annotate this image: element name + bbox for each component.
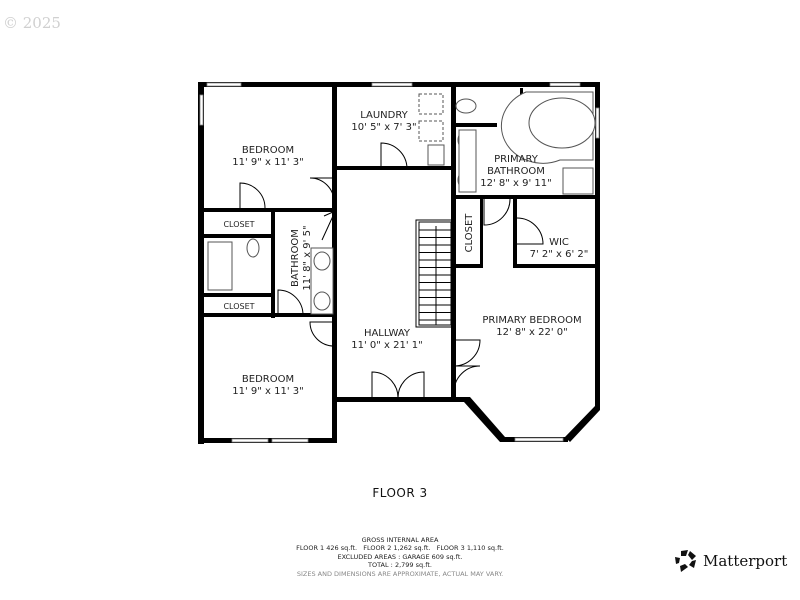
room-dims: 7' 2" x 6' 2" bbox=[530, 249, 589, 260]
area-excluded: EXCLUDED AREAS : GARAGE 609 sq.ft. bbox=[337, 552, 463, 561]
room-name: CLOSET bbox=[223, 220, 254, 229]
area-total: TOTAL : 2,799 sq.ft. bbox=[368, 560, 432, 569]
staircase bbox=[415, 219, 454, 328]
room-dims: 12' 8" x 22' 0" bbox=[496, 327, 568, 338]
floor-title: FLOOR 3 bbox=[372, 486, 428, 500]
room-name: BATHROOM bbox=[487, 166, 545, 177]
room-dims: 10' 5" x 7' 3" bbox=[351, 122, 416, 133]
room-name: BEDROOM bbox=[242, 374, 294, 385]
room-name: CLOSET bbox=[464, 213, 475, 253]
doors bbox=[239, 142, 544, 400]
room-name: BEDROOM bbox=[242, 145, 294, 156]
room-dims: 11' 9" x 11' 3" bbox=[232, 386, 304, 397]
room-dims: 11' 0" x 21' 1" bbox=[351, 340, 423, 351]
area-floors: FLOOR 1 426 sq.ft. FLOOR 2 1,262 sq.ft. … bbox=[296, 544, 504, 553]
room-name: LAUNDRY bbox=[360, 110, 408, 121]
room-labels: BEDROOM 11' 9" x 11' 3" LAUNDRY 10' 5" x… bbox=[223, 110, 588, 397]
area-summary: GROSS INTERNAL AREA FLOOR 1 426 sq.ft. F… bbox=[0, 536, 800, 578]
copyright-watermark: © 2025 bbox=[3, 14, 61, 32]
room-name: PRIMARY BEDROOM bbox=[482, 315, 581, 326]
area-note: SIZES AND DIMENSIONS ARE APPROXIMATE, AC… bbox=[296, 570, 504, 579]
matterport-logo-icon bbox=[675, 550, 696, 572]
room-name: CLOSET bbox=[223, 302, 254, 311]
room-name: HALLWAY bbox=[364, 328, 411, 339]
fixtures bbox=[207, 91, 596, 315]
room-dims: 11' 8" x 9' 5" bbox=[302, 225, 313, 290]
matterport-logo: Matterport bbox=[674, 549, 787, 573]
windows bbox=[199, 82, 600, 443]
room-name: WIC bbox=[549, 237, 569, 248]
brand-name: Matterport bbox=[703, 552, 788, 570]
room-name: BATHROOM bbox=[290, 229, 301, 287]
room-dims: 11' 9" x 11' 3" bbox=[232, 157, 304, 168]
room-dims: 12' 8" x 9' 11" bbox=[480, 178, 552, 189]
room-name: PRIMARY bbox=[494, 154, 539, 165]
area-heading: GROSS INTERNAL AREA bbox=[361, 536, 439, 544]
